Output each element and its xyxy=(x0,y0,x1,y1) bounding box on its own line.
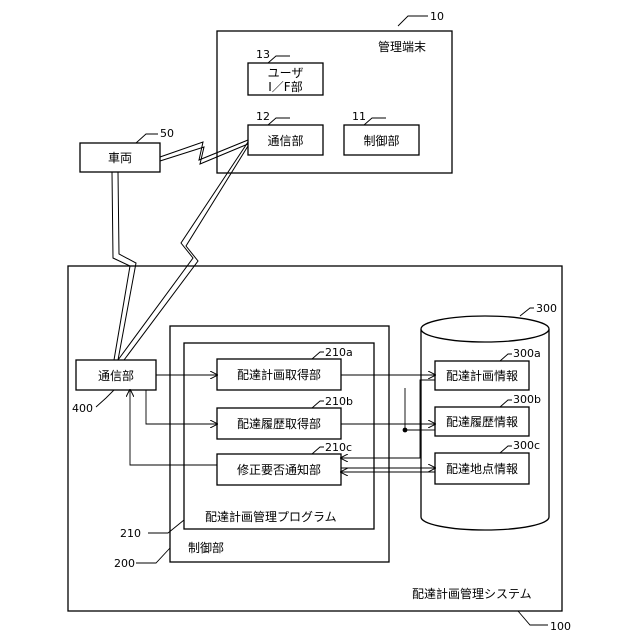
ref-300c: 300c xyxy=(513,439,540,452)
system-comm-unit: 通信部 400 xyxy=(72,360,156,415)
ref-12: 12 xyxy=(256,110,270,123)
module-210c-label: 修正要否通知部 xyxy=(237,462,321,477)
terminal-comm-unit: 通信部 12 xyxy=(248,110,323,155)
module-correction-notification: 修正要否通知部 210c xyxy=(217,441,352,485)
ref-300: 300 xyxy=(536,302,557,315)
db-300a-label: 配達計画情報 xyxy=(446,368,518,383)
ref-200: 200 xyxy=(114,557,135,570)
management-terminal-title: 管理端末 xyxy=(378,39,426,54)
vehicle: 車両 50 xyxy=(80,127,174,172)
ref-210b: 210b xyxy=(325,395,353,408)
arrow-210c-to-comm xyxy=(130,390,217,465)
ref-300b: 300b xyxy=(513,393,541,406)
module-plan-acquisition: 配達計画取得部 210a xyxy=(217,346,353,390)
ref-10: 10 xyxy=(430,10,444,23)
module-210b-label: 配達履歴取得部 xyxy=(237,416,321,431)
program-label: 配達計画管理プログラム xyxy=(205,509,337,524)
arrow-comm-to-210b xyxy=(146,390,217,424)
ref-210c: 210c xyxy=(325,441,352,454)
user-if-unit: ユーザ I／F部 13 xyxy=(248,48,323,95)
vehicle-label: 車両 xyxy=(108,151,132,165)
ref-210: 210 xyxy=(120,527,141,540)
terminal-comm-label: 通信部 xyxy=(267,133,303,148)
ref-400: 400 xyxy=(72,402,93,415)
wireless-link-vehicle-terminal xyxy=(160,140,248,164)
module-210a-label: 配達計画取得部 xyxy=(237,367,321,382)
ref-11: 11 xyxy=(352,110,366,123)
module-history-acquisition: 配達履歴取得部 210b xyxy=(217,395,353,439)
system-title: 配達計画管理システム xyxy=(412,586,532,601)
terminal-control-unit: 制御部 11 xyxy=(344,110,419,155)
ref-100: 100 xyxy=(550,620,571,633)
ref-13: 13 xyxy=(256,48,270,61)
user-if-label-line1: ユーザ xyxy=(268,66,304,80)
system-comm-label: 通信部 xyxy=(98,368,134,383)
user-if-label-line2: I／F部 xyxy=(268,79,302,94)
ref-50: 50 xyxy=(160,127,174,140)
control-unit-label: 制御部 xyxy=(188,540,224,555)
junction-dot xyxy=(403,428,408,433)
wireless-link-terminal-comm xyxy=(118,142,248,360)
ref-210a: 210a xyxy=(325,346,353,359)
terminal-control-label: 制御部 xyxy=(363,133,399,148)
db-300c-label: 配達地点情報 xyxy=(446,462,518,476)
db-300b-label: 配達履歴情報 xyxy=(446,415,518,429)
ref-300a: 300a xyxy=(513,347,541,360)
